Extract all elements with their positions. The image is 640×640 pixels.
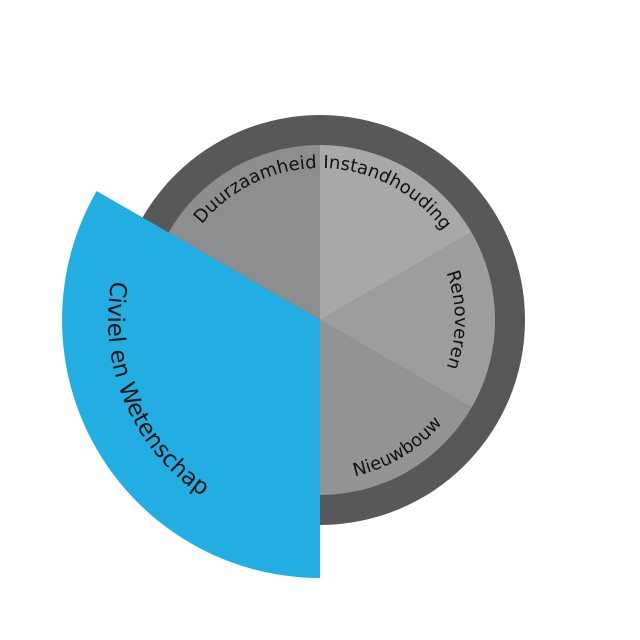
segment-renoveren[interactable] (320, 232, 496, 408)
segment-nieuwbouw[interactable] (320, 320, 472, 495)
segment-civiel-en-wetenschap[interactable] (62, 191, 320, 578)
segment-instandhouding[interactable] (320, 145, 472, 320)
segment-duurzaamheid[interactable] (168, 144, 320, 320)
